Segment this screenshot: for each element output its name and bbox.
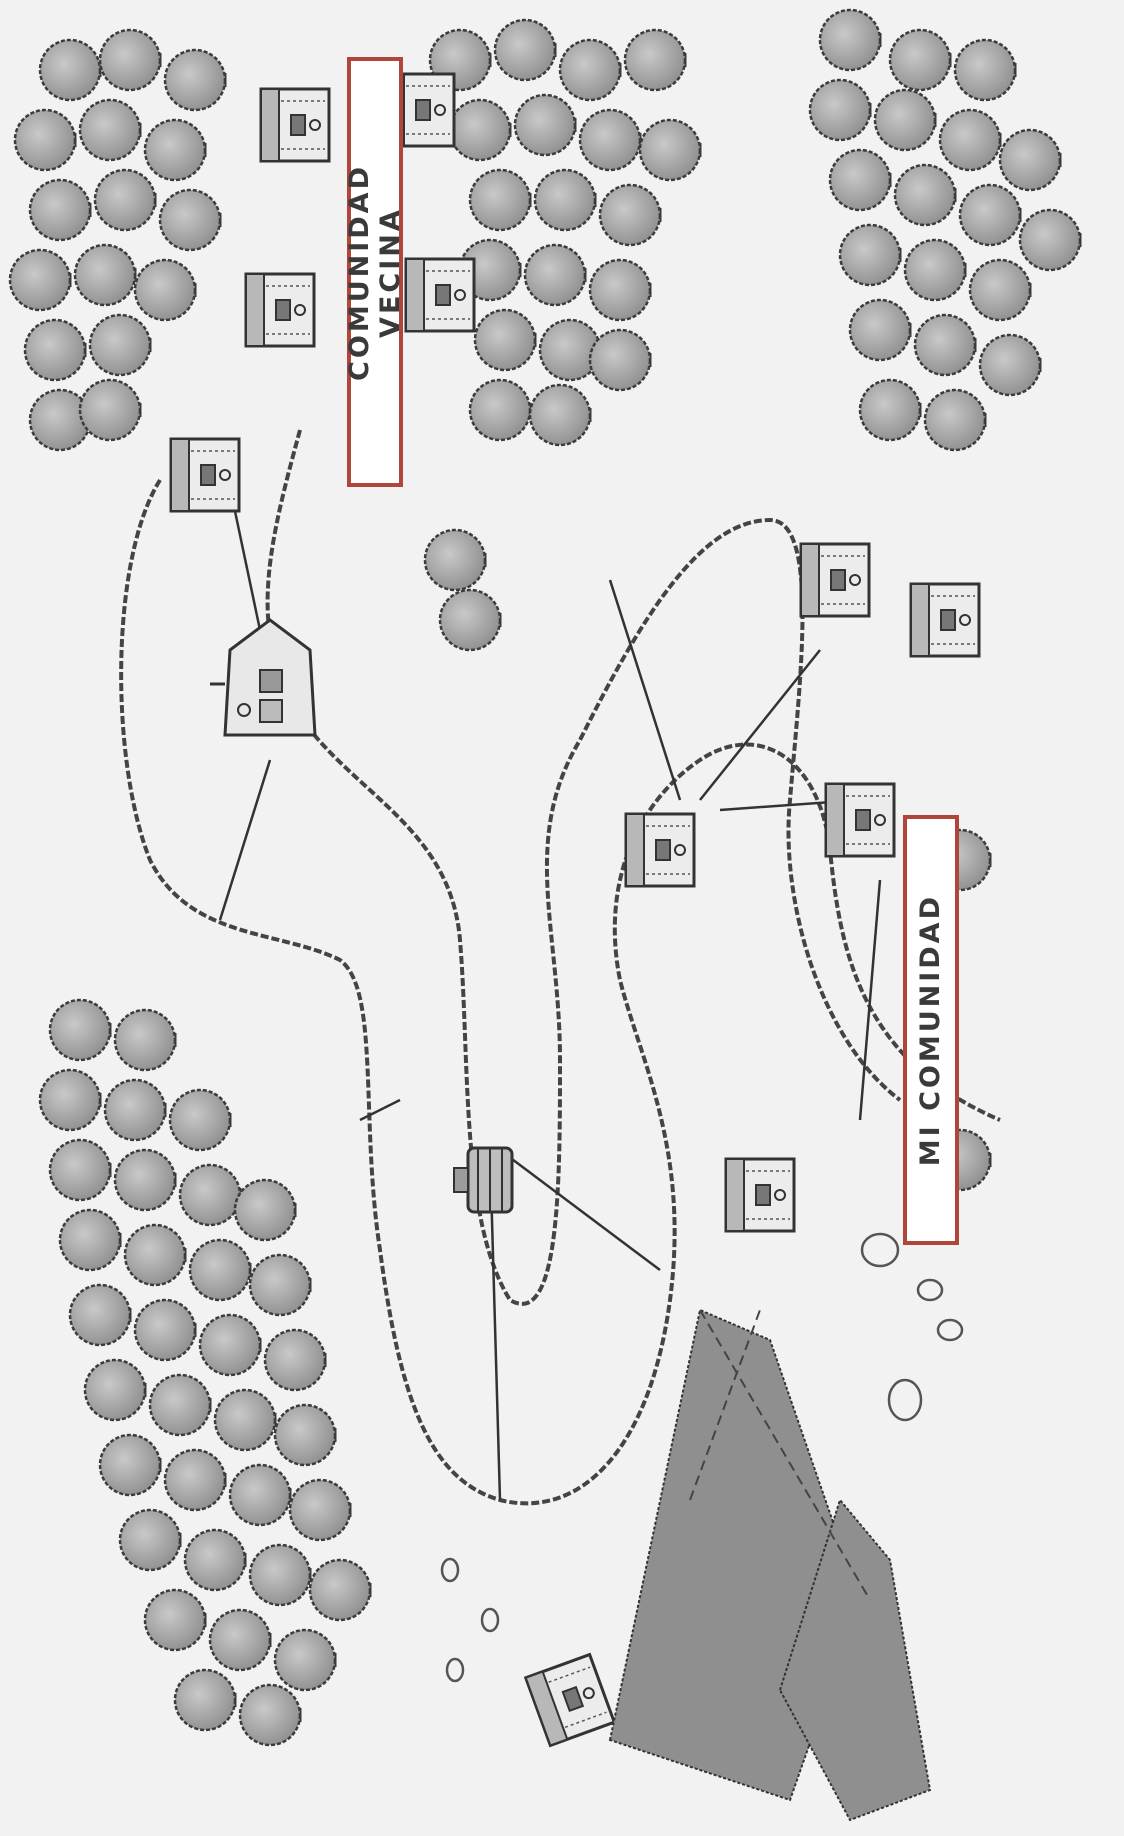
house-icon (404, 257, 476, 333)
stones (440, 1232, 964, 1683)
house-icon (244, 272, 316, 348)
house-icon (909, 582, 981, 658)
connection-lines (218, 439, 882, 1501)
forest-top-center (423, 18, 702, 652)
house-icon (259, 87, 331, 163)
neighbor-community-text: COMUNIDAD VECINA (343, 163, 406, 381)
house-icon (824, 782, 896, 858)
well-icon (453, 1146, 514, 1214)
crop-field-icon (608, 1308, 932, 1822)
forest-bottom-left (38, 998, 372, 1747)
my-community-label: MI COMUNIDAD (903, 815, 959, 1245)
my-community-text: MI COMUNIDAD (915, 893, 947, 1167)
house-icon (799, 542, 871, 618)
house-icon (169, 437, 241, 513)
church-icon (210, 618, 317, 737)
house-icon (524, 1653, 616, 1747)
neighbor-community-label: COMUNIDAD VECINA (343, 57, 406, 487)
community-road-inner (265, 429, 902, 1306)
community-road (119, 478, 1001, 1506)
forest-top-left (8, 28, 227, 452)
house-icon (724, 1157, 796, 1233)
house-icon (624, 812, 696, 888)
